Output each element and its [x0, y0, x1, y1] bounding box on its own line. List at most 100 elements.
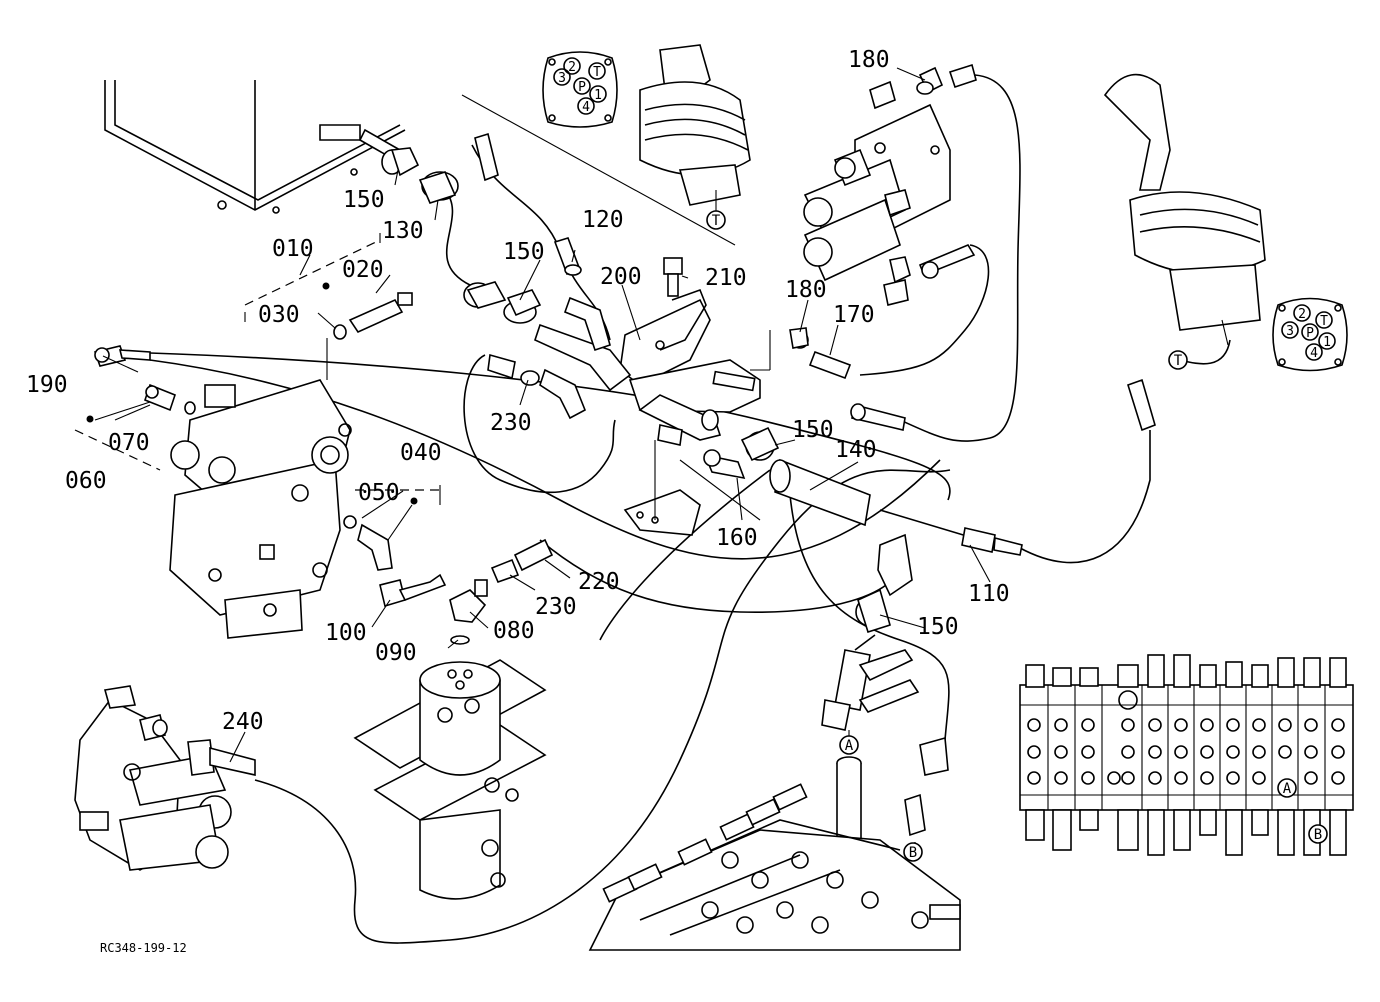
pattern-left-p: P: [578, 80, 586, 95]
label-240: 240: [222, 709, 264, 735]
pattern-left-3: 3: [558, 71, 566, 86]
tube-assembly-center: [534, 296, 761, 441]
pattern-right-1: 1: [1323, 335, 1331, 350]
fitting-230-lower: [490, 538, 554, 584]
vertical-pipe: [836, 756, 862, 841]
bolt-210: [663, 257, 683, 297]
label-060: 060: [65, 468, 107, 494]
control-valve-bank: [588, 783, 961, 951]
pattern-left-2: 2: [568, 60, 576, 75]
fitting-160: [657, 424, 746, 480]
hose-170: [859, 244, 990, 376]
pattern-right-2: 2: [1298, 307, 1306, 322]
pattern-plate-left: 2 T 3 P 1 4: [542, 51, 618, 128]
pattern-right-3: 3: [1286, 324, 1294, 339]
hose-sleeve-150: [463, 281, 542, 324]
elbow-080: [449, 579, 488, 645]
joystick-left: [639, 44, 751, 212]
elbow-050: [343, 497, 418, 571]
label-230-upper: 230: [490, 410, 532, 436]
port-marker-b-schematic: B: [1314, 827, 1322, 843]
port-marker-a-schematic: A: [1283, 781, 1292, 797]
leader-diagonal: [461, 94, 736, 246]
label-110: 110: [968, 581, 1010, 607]
port-marker-b-main: B: [909, 845, 917, 861]
label-100: 100: [325, 620, 367, 646]
label-090: 090: [375, 640, 417, 666]
label-130: 130: [382, 218, 424, 244]
joystick-right: [1103, 73, 1266, 346]
fitting-110: [961, 527, 1023, 556]
label-150-lower: 150: [917, 614, 959, 640]
label-220: 220: [578, 569, 620, 595]
pilot-valve-left: [169, 379, 352, 639]
port-marker-a-main: A: [845, 738, 854, 754]
label-070: 070: [108, 430, 150, 456]
label-170: 170: [833, 302, 875, 328]
hose-180-loop: [899, 74, 1021, 442]
hose-150-down: [789, 494, 950, 741]
swivel-joint: [353, 659, 547, 900]
label-040: 040: [400, 440, 442, 466]
label-150-top: 150: [343, 187, 385, 213]
hose-240-loop: [254, 469, 951, 944]
fitting-right-tubes: [850, 243, 976, 431]
hose-130-part: [418, 171, 459, 204]
fitting-b-port: [904, 736, 949, 837]
proportional-valve: [803, 80, 951, 306]
label-140: 140: [835, 437, 877, 463]
pattern-right-4: 4: [1310, 346, 1318, 361]
label-180-top: 180: [848, 47, 890, 73]
hose-170-part: [789, 327, 852, 380]
fitting-120: [553, 237, 582, 276]
hose-130: [444, 189, 471, 286]
label-160: 160: [716, 525, 758, 551]
fitting-020: [322, 282, 413, 340]
solenoid-valve-240: [74, 685, 256, 871]
group-brackets: [74, 233, 441, 505]
hose-140: [740, 426, 871, 527]
elbow-150-lower: [855, 533, 913, 634]
port-markers: A B A B T T: [706, 210, 1328, 862]
label-230-lower: 230: [535, 594, 577, 620]
valve-schematic-right: [1019, 654, 1354, 856]
label-150-center: 150: [503, 239, 545, 265]
joystick-hose-fittings: [474, 132, 1156, 432]
fitting-100: [379, 573, 447, 608]
label-120: 120: [582, 207, 624, 233]
part-labels: 010 020 030 040 050 060 070 080 090 100 …: [26, 47, 1010, 735]
label-190: 190: [26, 372, 68, 398]
hose-center-cross: [599, 469, 771, 641]
fitting-180-top: [916, 63, 977, 95]
drawing-reference: RC348-199-12: [100, 941, 187, 955]
bracket-lower-center: [623, 440, 761, 536]
hose-110-to-joystick: [1019, 430, 1151, 564]
port-marker-t-right: T: [1174, 353, 1183, 369]
label-210: 210: [705, 265, 747, 291]
pattern-plate-right: 2 T 3 P 1 4: [1272, 297, 1348, 372]
label-030: 030: [258, 302, 300, 328]
label-150-right: 150: [792, 417, 834, 443]
pattern-left-t: T: [593, 65, 601, 80]
pattern-right-p: P: [1306, 326, 1314, 341]
label-leaders: [94, 67, 991, 860]
label-080: 080: [493, 618, 535, 644]
elbow-link: [854, 634, 876, 651]
fitting-070: [86, 383, 196, 423]
fitting-a-port: [821, 649, 920, 731]
hose-220: [539, 539, 906, 613]
label-200: 200: [600, 264, 642, 290]
label-010: 010: [272, 236, 314, 262]
label-050: 050: [358, 480, 400, 506]
fitting-230-upper: [487, 353, 540, 386]
label-020: 020: [342, 257, 384, 283]
hose-230-loop: [463, 354, 616, 494]
pattern-right-t: T: [1320, 314, 1328, 329]
label-180-center: 180: [785, 277, 827, 303]
pattern-left-1: 1: [594, 88, 602, 103]
pattern-left-4: 4: [582, 100, 590, 115]
fitting-190: [93, 345, 151, 367]
clamp-150-top: [381, 147, 420, 177]
port-marker-t-left: T: [712, 213, 721, 229]
